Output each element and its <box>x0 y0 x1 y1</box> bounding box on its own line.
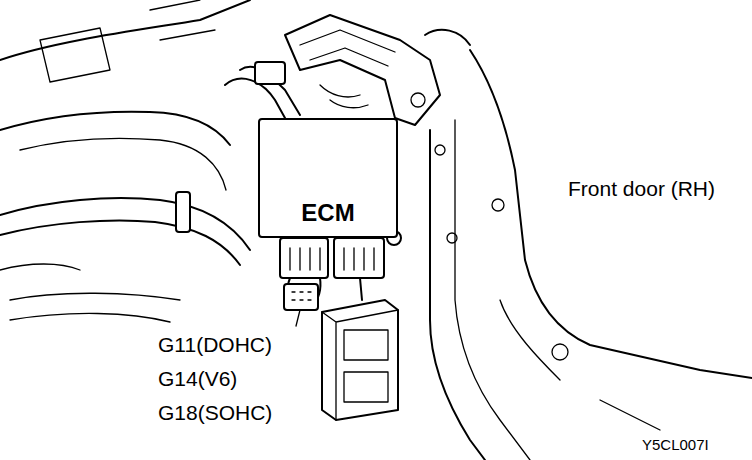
door-opening <box>470 50 752 378</box>
bracket-bolt <box>411 93 425 107</box>
pillar-hole <box>447 233 457 243</box>
relay-box <box>322 300 398 420</box>
callout-label: G11(DOHC) <box>156 332 274 357</box>
pillar-hole <box>552 344 568 360</box>
pillar-inner <box>455 120 530 460</box>
pillar-hole <box>492 199 504 211</box>
dash-vent <box>40 28 110 82</box>
dash-edge <box>0 0 250 60</box>
relay-box <box>344 372 388 402</box>
relay-box <box>344 330 388 360</box>
connector-pins <box>290 248 374 270</box>
harness-wire <box>0 221 240 265</box>
pillar-hole <box>435 145 445 155</box>
harness-connector <box>255 62 285 84</box>
callout-label: G14(V6) <box>156 366 239 391</box>
ecm-bracket <box>285 15 440 125</box>
ecm-bracket <box>300 30 395 66</box>
harness-wire <box>0 198 250 250</box>
ecm-box: ECM <box>258 118 398 238</box>
connector-pins <box>292 292 311 300</box>
dash-panel <box>0 112 230 145</box>
diagnosis-connector <box>284 284 318 310</box>
sill-line <box>500 300 660 430</box>
leader-line <box>296 310 300 326</box>
part-name: ECM <box>297 200 358 236</box>
pillar-top <box>425 30 470 45</box>
ecm-connector <box>334 238 384 278</box>
callout-label: Front door (RH) <box>566 176 720 201</box>
ecm-wires <box>320 85 368 108</box>
callout-label: G18(SOHC) <box>156 400 274 425</box>
pillar-edge <box>430 130 485 460</box>
ecm-connector <box>280 238 328 278</box>
dash-detail <box>150 0 215 40</box>
figure-code: Y5CL007I <box>640 436 711 454</box>
floor-line <box>0 264 80 270</box>
dash-panel <box>20 138 226 190</box>
harness-clip <box>176 192 190 232</box>
floor-line <box>10 293 180 322</box>
relay-box <box>322 310 398 420</box>
harness-wire <box>360 278 362 300</box>
